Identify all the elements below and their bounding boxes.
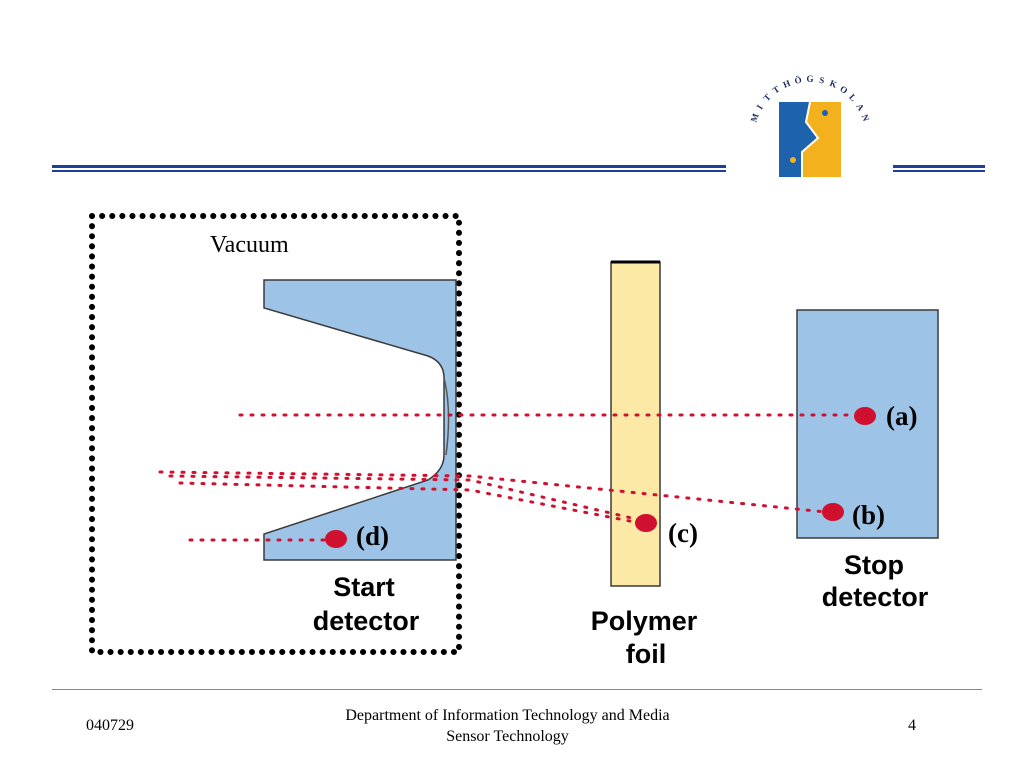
header-rule-left-thick bbox=[52, 165, 726, 168]
footer-department-block: Department of Information Technology and… bbox=[240, 705, 775, 747]
stop-detector-label-line2: detector bbox=[822, 582, 929, 612]
footer-date: 040729 bbox=[86, 717, 134, 734]
point-c-label: (c) bbox=[668, 518, 698, 548]
point-a-marker bbox=[854, 407, 876, 425]
logo-letter: S bbox=[818, 75, 825, 86]
point-a-label: (a) bbox=[886, 401, 917, 431]
track-c-lower bbox=[178, 481, 642, 525]
start-detector-label-line1: Start bbox=[333, 572, 395, 602]
stop-detector-label-line1: Stop bbox=[844, 550, 904, 580]
logo-letter: L bbox=[847, 92, 858, 103]
polymer-foil-label-line2: foil bbox=[626, 639, 667, 669]
point-b-label: (b) bbox=[852, 500, 885, 530]
track-b bbox=[158, 470, 828, 514]
polymer-foil-shape bbox=[610, 261, 661, 587]
point-c-marker bbox=[635, 514, 657, 532]
logo-letter: N bbox=[860, 113, 872, 123]
header-rule-right-thin bbox=[893, 170, 985, 172]
start-detector-label-line2: detector bbox=[313, 606, 420, 636]
footer-rule bbox=[52, 689, 982, 690]
point-d-label: (d) bbox=[356, 521, 389, 551]
footer-department: Department of Information Technology and… bbox=[345, 707, 670, 724]
start-detector-shape bbox=[263, 279, 457, 561]
logo-letter: O bbox=[838, 84, 849, 96]
logo-letter: M bbox=[748, 112, 760, 124]
point-b-marker bbox=[822, 503, 844, 521]
time-of-flight-diagram: Vacuum (a) (b) (c) (d) Start detector Po… bbox=[89, 213, 939, 669]
start-detector-thin-window bbox=[443, 377, 450, 456]
logo-letter: Ö bbox=[794, 75, 803, 86]
logo-letter: T bbox=[761, 92, 772, 103]
logo-letter: T bbox=[771, 84, 782, 96]
vacuum-boundary bbox=[89, 213, 462, 655]
logo-letter: H bbox=[781, 78, 791, 90]
logo-letter: G bbox=[806, 74, 813, 84]
footer-page-number: 4 bbox=[908, 717, 916, 734]
point-d-marker bbox=[325, 530, 347, 548]
header-rule-right-thick bbox=[893, 165, 985, 168]
logo-emblem bbox=[779, 101, 841, 177]
logo-letter: K bbox=[828, 78, 838, 90]
header-rule-left-thin bbox=[52, 170, 726, 172]
logo-letter: I bbox=[755, 102, 766, 111]
footer-subject: Sensor Technology bbox=[446, 728, 569, 745]
vacuum-label: Vacuum bbox=[210, 232, 289, 258]
logo-letter: A bbox=[854, 102, 866, 113]
polymer-foil-label-line1: Polymer bbox=[591, 606, 698, 636]
track-c-upper bbox=[168, 474, 642, 522]
